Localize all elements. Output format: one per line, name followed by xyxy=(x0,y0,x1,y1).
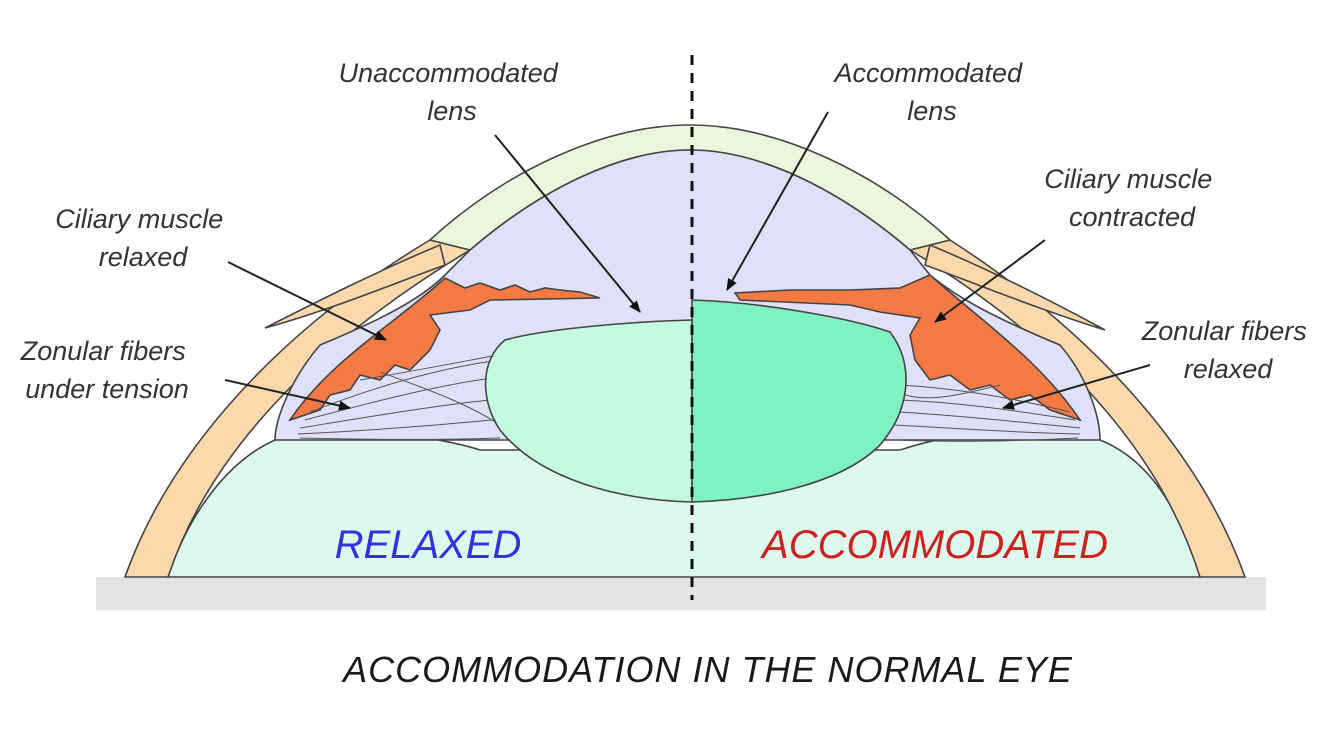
state-accommodated: ACCOMMODATED xyxy=(760,523,1108,567)
zonular-fibers-relaxed xyxy=(894,384,1081,442)
base-plate xyxy=(96,577,1266,610)
ciliary-muscle-contracted xyxy=(733,274,1082,422)
label-accommodated-lens: Accommodated lens xyxy=(832,58,1029,126)
arrow-zonular-relaxed xyxy=(1002,364,1151,410)
arrow-unaccommodated-lens xyxy=(494,134,641,313)
arrow-accommodated-lens xyxy=(726,111,829,291)
zonular-fibers-tension xyxy=(297,354,501,440)
scleral-spur-right xyxy=(924,243,1106,331)
lens-accommodated xyxy=(691,299,907,503)
label-zonular-relaxed: Zonular fibers relaxed xyxy=(1141,316,1315,384)
label-ciliary-contracted: Ciliary muscle contracted xyxy=(1044,164,1220,232)
arrow-ciliary-contracted xyxy=(934,239,1046,323)
arrow-zonular-tension xyxy=(224,379,351,411)
ciliary-muscle-relaxed xyxy=(288,277,601,422)
arrow-ciliary-relaxed xyxy=(227,261,387,341)
label-zonular-tension: Zonular fibers under tension xyxy=(20,336,194,404)
label-ciliary-relaxed: Ciliary muscle relaxed xyxy=(55,204,231,272)
diagram-caption: ACCOMMODATION IN THE NORMAL EYE xyxy=(341,649,1073,690)
label-unaccommodated-lens: Unaccommodated lens xyxy=(339,58,566,126)
lens-unaccommodated xyxy=(484,319,693,503)
vitreous-body xyxy=(166,428,1202,578)
scleral-spur-left xyxy=(264,243,446,329)
state-relaxed: RELAXED xyxy=(335,523,522,567)
